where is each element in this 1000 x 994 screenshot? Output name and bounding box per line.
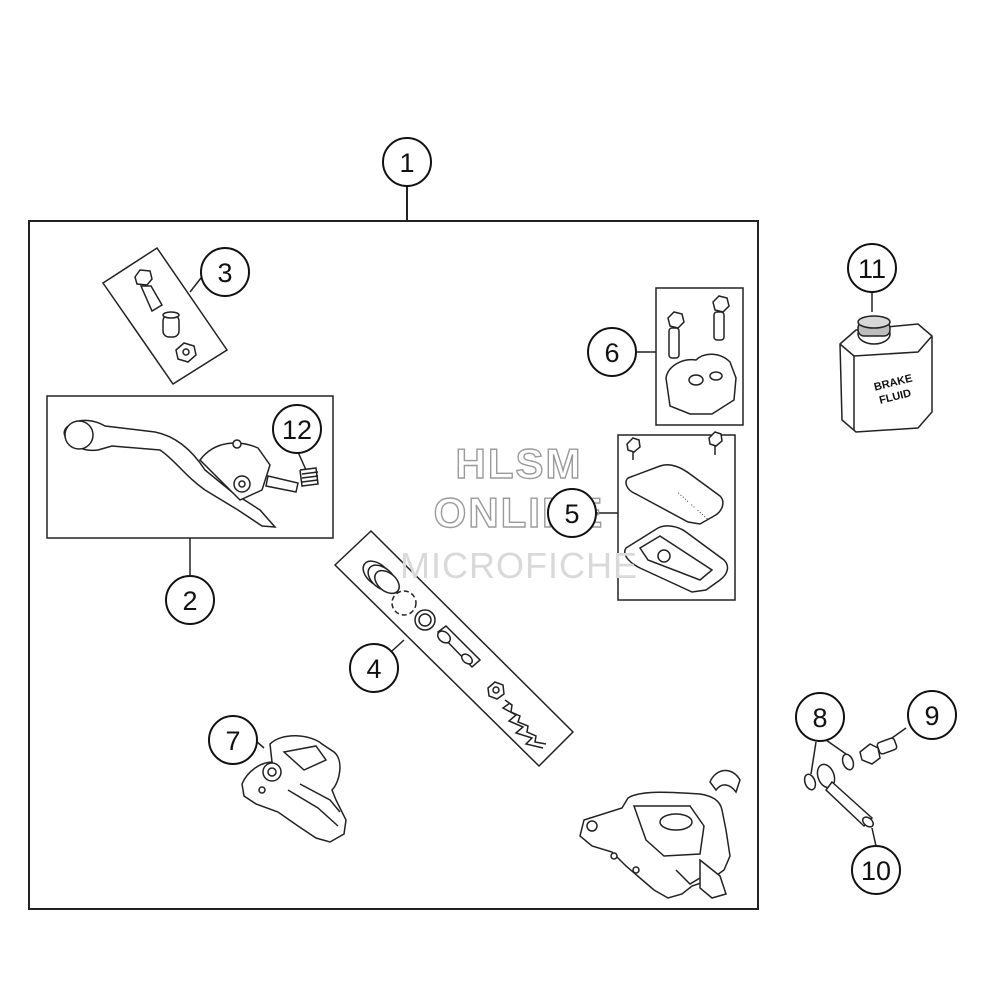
callout-1: 1 (382, 137, 432, 187)
leader-4 (391, 639, 405, 652)
brake-fluid-bottle-part (839, 315, 933, 433)
callout-10: 10 (851, 845, 901, 895)
clamp-cover-part (241, 735, 347, 843)
svg-text:6: 6 (604, 338, 619, 368)
svg-text:5: 5 (564, 499, 579, 529)
svg-text:2: 2 (182, 586, 197, 616)
frame-part-4 (333, 529, 575, 768)
callout-6: 6 (587, 327, 637, 377)
svg-text:4: 4 (366, 654, 381, 684)
callout-5: 5 (547, 488, 597, 538)
svg-text:11: 11 (858, 254, 886, 284)
svg-text:8: 8 (812, 703, 827, 733)
svg-text:12: 12 (282, 415, 312, 445)
assembly-frame (28, 220, 759, 910)
leader-10 (871, 827, 877, 847)
leader-8a (810, 741, 817, 775)
frame-part-5 (617, 434, 736, 601)
callout-7: 7 (208, 715, 258, 765)
callout-11: 11 (847, 243, 897, 293)
brake-lever-part (63, 419, 319, 528)
svg-text:3: 3 (217, 258, 232, 288)
svg-text:9: 9 (924, 701, 939, 731)
callout-3: 3 (200, 247, 250, 297)
leader-3 (189, 277, 202, 293)
leader-9 (891, 727, 907, 739)
piston-kit-part (362, 560, 547, 749)
reservoir-cover-part: ····· ·· ····· (624, 431, 729, 593)
callout-2: 2 (165, 575, 215, 625)
svg-text:7: 7 (225, 726, 240, 756)
callout-4: 4 (349, 643, 399, 693)
banjo-fitting-parts (803, 737, 898, 828)
svg-text:10: 10 (861, 856, 891, 886)
clamp-with-bolts-part (665, 295, 737, 415)
watermark-line3: MICROFICHE (400, 545, 638, 586)
frame-part-3 (101, 246, 229, 386)
callout-9: 9 (907, 690, 957, 740)
bolt-sleeve-nut-part (134, 269, 197, 363)
master-cylinder-body-part (579, 769, 741, 899)
leader-12 (297, 451, 307, 471)
frame-part-6 (655, 287, 744, 426)
leader-8b (825, 739, 847, 755)
callout-12: 12 (272, 404, 322, 454)
callout-8: 8 (795, 692, 845, 742)
svg-text:1: 1 (399, 148, 414, 178)
watermark-line1: HLSM (456, 440, 583, 487)
